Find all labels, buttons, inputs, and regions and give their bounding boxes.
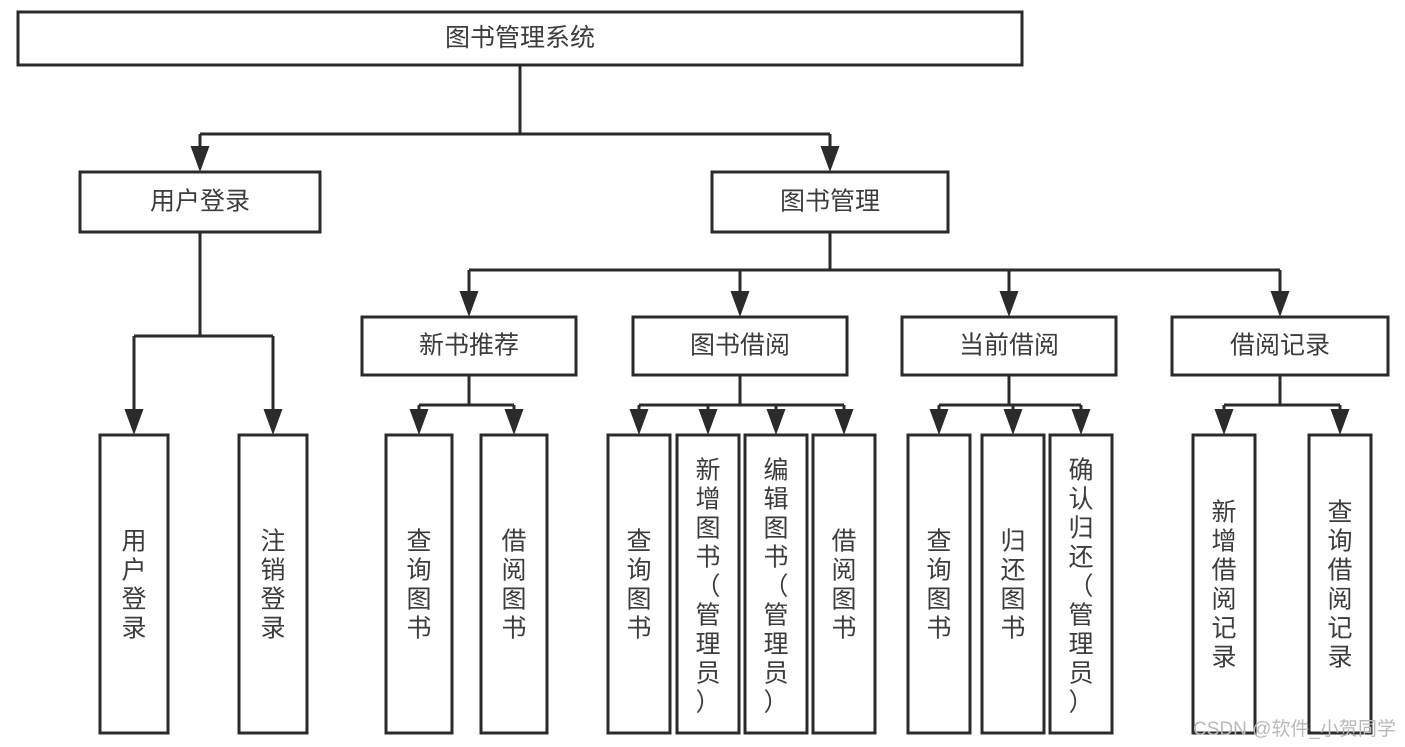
- node-leaf-confirm-return-admin[interactable]: 确认归还（管理员）: [1048, 433, 1114, 735]
- node-label-leaf-add-book-admin: 新增图书（管理员）: [695, 456, 720, 716]
- node-leaf-borrow-book-2[interactable]: 借阅图书: [811, 433, 877, 735]
- node-book-management[interactable]: 图书管理: [710, 170, 950, 234]
- arrow-head-book-management: [820, 146, 840, 172]
- arrow-head-leaf-query-book-3: [929, 409, 949, 435]
- arrow-head-new-book-recommend: [459, 291, 479, 317]
- node-book-borrow[interactable]: 图书借阅: [631, 315, 849, 377]
- node-label-leaf-edit-book-admin: 编辑图书（管理员）: [763, 456, 788, 716]
- node-label-user-login: 用户登录: [150, 188, 250, 216]
- arrow-head-leaf-return-book: [1003, 409, 1023, 435]
- node-box-leaf-confirm-return-admin[interactable]: [1048, 433, 1114, 735]
- node-label-new-book-recommend: 新书推荐: [419, 332, 519, 360]
- node-box-new-book-recommend[interactable]: [360, 315, 578, 377]
- node-box-borrow-record[interactable]: [1170, 315, 1390, 377]
- node-label-leaf-query-borrow-record: 查询借阅记录: [1327, 498, 1352, 671]
- node-label-leaf-query-book-3: 查询图书: [926, 527, 951, 642]
- node-label-book-borrow: 图书借阅: [690, 332, 790, 360]
- node-leaf-query-book-2[interactable]: 查询图书: [606, 433, 672, 735]
- node-label-leaf-user-login: 用户登录: [121, 527, 146, 642]
- arrow-head-leaf-confirm-return-admin: [1071, 409, 1091, 435]
- node-leaf-logout-login[interactable]: 注销登录: [237, 433, 309, 735]
- node-box-leaf-query-borrow-record[interactable]: [1307, 433, 1373, 735]
- arrow-head-leaf-borrow-book-2: [834, 409, 854, 435]
- arrow-head-leaf-query-borrow-record: [1330, 409, 1350, 435]
- node-current-borrow[interactable]: 当前借阅: [900, 315, 1118, 377]
- node-user-login[interactable]: 用户登录: [78, 170, 322, 234]
- arrow-head-leaf-add-borrow-record: [1214, 409, 1234, 435]
- node-leaf-query-book-1[interactable]: 查询图书: [384, 433, 454, 735]
- node-leaf-add-borrow-record[interactable]: 新增借阅记录: [1191, 433, 1257, 735]
- node-leaf-borrow-book-1[interactable]: 借阅图书: [479, 433, 549, 735]
- node-box-leaf-edit-book-admin[interactable]: [743, 433, 809, 735]
- node-box-user-login[interactable]: [78, 170, 322, 234]
- node-label-leaf-confirm-return-admin: 确认归还（管理员）: [1068, 456, 1093, 716]
- connector-group-user-login: [124, 232, 283, 435]
- node-box-leaf-query-book-3[interactable]: [906, 433, 972, 735]
- node-box-book-borrow[interactable]: [631, 315, 849, 377]
- arrow-head-leaf-user-login: [124, 409, 144, 435]
- node-new-book-recommend[interactable]: 新书推荐: [360, 315, 578, 377]
- arrow-head-current-borrow: [999, 291, 1019, 317]
- node-label-leaf-borrow-book-1: 借阅图书: [501, 527, 526, 642]
- node-leaf-edit-book-admin[interactable]: 编辑图书（管理员）: [743, 433, 809, 735]
- arrow-head-leaf-add-book-admin: [698, 409, 718, 435]
- arrow-head-leaf-query-book-1: [409, 409, 429, 435]
- arrow-head-book-borrow: [730, 291, 750, 317]
- arrow-head-user-login: [190, 146, 210, 172]
- node-box-leaf-add-book-admin[interactable]: [675, 433, 741, 735]
- node-box-leaf-user-login[interactable]: [98, 433, 170, 735]
- node-label-leaf-query-book-1: 查询图书: [406, 527, 431, 642]
- node-leaf-user-login[interactable]: 用户登录: [98, 433, 170, 735]
- node-label-leaf-query-book-2: 查询图书: [626, 527, 651, 642]
- connector-group-current-borrow: [929, 375, 1091, 435]
- arrow-head-leaf-logout-login: [263, 409, 283, 435]
- node-label-leaf-logout-login: 注销登录: [260, 527, 285, 642]
- node-box-leaf-borrow-book-1[interactable]: [479, 433, 549, 735]
- connector-group-borrow-record: [1214, 375, 1350, 435]
- connectors-layer: [124, 65, 1350, 435]
- node-box-leaf-query-book-2[interactable]: [606, 433, 672, 735]
- node-label-current-borrow: 当前借阅: [959, 332, 1059, 360]
- arrow-head-leaf-edit-book-admin: [766, 409, 786, 435]
- connector-group-new-book-recommend: [409, 375, 524, 435]
- node-box-root[interactable]: [16, 10, 1024, 67]
- node-box-leaf-return-book[interactable]: [980, 433, 1046, 735]
- node-label-leaf-borrow-book-2: 借阅图书: [831, 527, 856, 642]
- arrow-head-leaf-borrow-book-1: [504, 409, 524, 435]
- node-leaf-query-borrow-record[interactable]: 查询借阅记录: [1307, 433, 1373, 735]
- arrow-head-borrow-record: [1270, 291, 1290, 317]
- node-box-leaf-logout-login[interactable]: [237, 433, 309, 735]
- node-label-leaf-return-book: 归还图书: [1000, 527, 1025, 642]
- node-leaf-query-book-3[interactable]: 查询图书: [906, 433, 972, 735]
- node-root[interactable]: 图书管理系统: [16, 10, 1024, 67]
- watermark-label: CSDN @软件_小贺同学: [1193, 718, 1396, 740]
- node-label-leaf-add-borrow-record: 新增借阅记录: [1211, 498, 1236, 671]
- arrow-head-leaf-query-book-2: [629, 409, 649, 435]
- node-box-leaf-add-borrow-record[interactable]: [1191, 433, 1257, 735]
- connector-group-book-borrow: [629, 375, 854, 435]
- node-borrow-record[interactable]: 借阅记录: [1170, 315, 1390, 377]
- node-leaf-add-book-admin[interactable]: 新增图书（管理员）: [675, 433, 741, 735]
- node-box-leaf-borrow-book-2[interactable]: [811, 433, 877, 735]
- node-label-borrow-record: 借阅记录: [1230, 332, 1330, 360]
- node-box-current-borrow[interactable]: [900, 315, 1118, 377]
- connector-group-book-management: [459, 232, 1290, 317]
- nodes-layer: 图书管理系统用户登录图书管理新书推荐图书借阅当前借阅借阅记录用户登录注销登录查询…: [16, 10, 1390, 735]
- node-box-book-management[interactable]: [710, 170, 950, 234]
- node-label-root: 图书管理系统: [445, 24, 595, 52]
- node-box-leaf-query-book-1[interactable]: [384, 433, 454, 735]
- node-label-book-management: 图书管理: [780, 188, 880, 216]
- connector-group-root: [190, 65, 840, 172]
- node-leaf-return-book[interactable]: 归还图书: [980, 433, 1046, 735]
